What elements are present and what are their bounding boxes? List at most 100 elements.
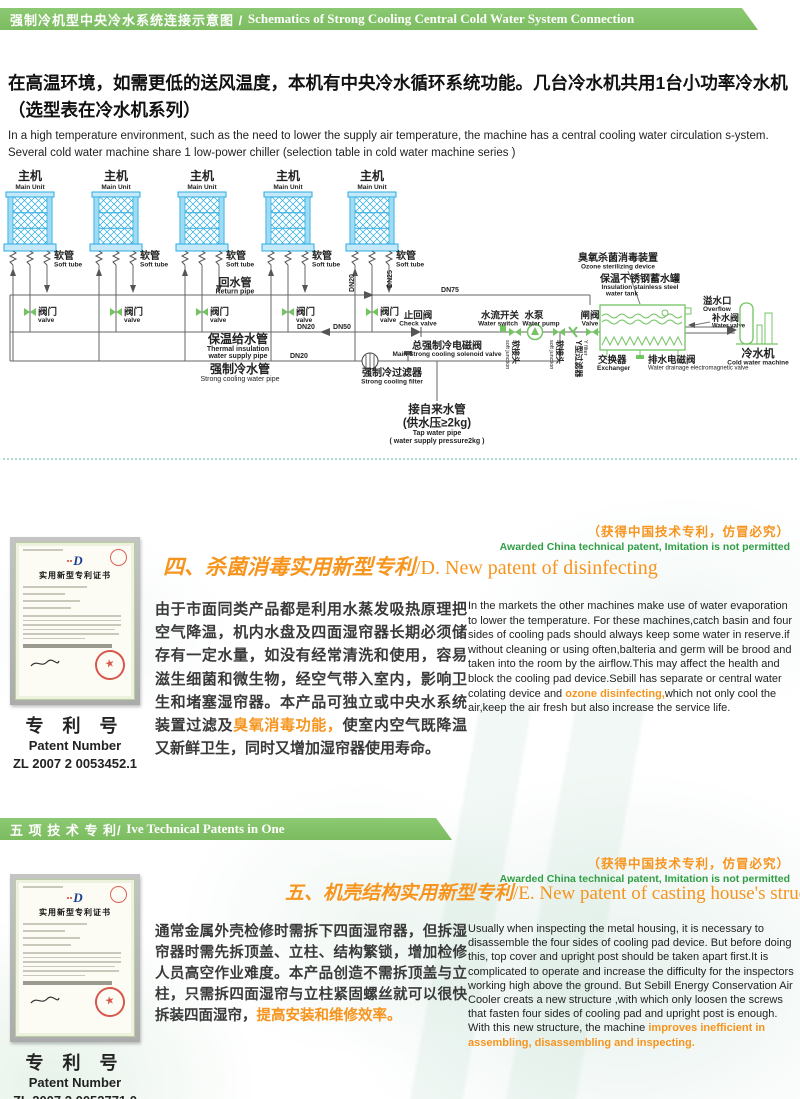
main-unit-label-cn: 主机 [18,168,42,183]
cert-text-line [23,607,71,609]
cert-paragraph-lines [23,615,127,639]
tap-water-label-cn1: 接自来水管 [408,402,466,416]
patent-number-label-en: Patent Number [28,1075,122,1090]
exchanger-label-cn: 交换器 [598,354,627,366]
valve-label-cn: 阀门 [380,306,399,318]
cert-text-line [23,628,115,630]
cert-text-line [23,619,121,621]
ozone-label-cn: 臭氧杀菌消毒装置 [578,251,658,264]
valve-label-en: valve [210,317,227,324]
patent-d-title-en: /D. New patent of disinfecting [415,557,658,579]
soft-junction-label-cn: 软接头 [555,340,565,364]
banner-title-cn: 强制冷机型中央冷水系统连接示意图 / [10,12,248,28]
main-unit-labels: 主机 Main Unit 主机 Main Unit 主机 Main Unit 主… [15,168,387,191]
cn-text-highlight: 臭氧消毒功能， [233,717,343,735]
valve-label-cn: 阀门 [124,306,143,318]
ozone-label-en: Ozone sterilizing device [581,264,655,271]
dn25-vertical-label: DN25 [387,270,394,288]
en-text: which not only cool the air,keep the air… [468,687,777,715]
award-note-en: Awarded China technical patent, Imitatio… [499,873,790,885]
cert-text-line [23,637,86,639]
award-note-cn: （获得中国技术专利，仿冒必究） [587,525,790,539]
soft-tube-label-cn: 软管 [140,249,160,262]
main-unit-label-cn: 主机 [276,168,300,183]
banner2-title-cn: 五 项 技 术 专 利/ [10,822,127,838]
tank-label-cn: 保温不锈钢蓄水罐 [599,272,680,285]
logo-dot [67,560,70,562]
logo-dot [70,560,73,562]
intro-cn-line2: （选型表在冷水机系列） [8,100,201,120]
cn-text: 通常金属外壳检修时需拆下四面湿帘器，但拆湿帘器时需先拆顶盖、立柱、结构繁锁，增加… [155,924,467,1024]
cert-text-line [23,930,65,932]
cert-text-line [23,624,121,626]
patent-d-paragraph-cn: 由于市面同类产品都是利用水蒸发吸热原理把空气降温，机内水盘及四面湿帘器长期必须储… [155,598,467,760]
cert-barcode-line [23,981,113,985]
patent-d-title-cn: 四、杀菌消毒实用新型专利 [163,554,415,579]
patent-number-value: ZL 2007 2 0053452.1 [12,756,138,771]
certificate-footer: ★ [23,646,128,683]
cert-text-line [23,961,121,963]
cert-text-line [23,586,88,588]
red-seal-icon [110,886,127,903]
valve-label-en: valve [380,317,397,324]
patent-e-title-en: /E. New patent of casting house's struct… [513,883,800,904]
strong-filter-label-en: Strong cooling filter [361,379,423,386]
soft-tube-label-en: Soft tube [312,262,341,269]
water-switch: 水流开关 Water switch [478,310,519,332]
y-filter-label-cn: Y型过滤器 [574,340,584,378]
strong-cooling-filter: 强制冷过滤器 Strong cooling filter [361,352,423,386]
patent-e-paragraph-en: Usually when inspecting the metal housin… [468,922,798,1050]
soft-junction-label-en: soft junction [504,340,510,369]
system-schematic-diagram: 主机 Main Unit 主机 Main Unit 主机 Main Unit 主… [3,168,789,445]
main-unit-columns [3,191,399,362]
patent-d-title: 四、杀菌消毒实用新型专利/D. New patent of disinfecti… [163,551,658,581]
tap-water-label-en1: Tap water pipe [413,430,462,437]
main-solenoid-label-en: Main Strong cooling solenoid valve [392,351,501,358]
cert-paragraph-lines [23,952,127,976]
intro-paragraph-cn: 在高温环境，如需更低的送风温度，本机有中央冷水循环系统功能。几台冷水机共用1台小… [8,70,792,124]
check-valve-label-en: Check valve [399,321,437,328]
main-unit-label-en: Main Unit [187,184,217,191]
soft-tube-label-cn: 软管 [54,249,74,262]
en-text-highlight: improves inefficient in assembling, disa… [468,1022,766,1049]
patent-number-label-cn: 专 利 号 [25,1053,125,1073]
cert-text-line [23,970,119,972]
valve-label-en: valve [296,317,313,324]
cert-text-line [23,965,115,967]
gate-valve: 闸阀 Valve [580,310,600,336]
ozone-device: 臭氧杀菌消毒装置 Ozone sterilizing device [578,251,658,305]
thermal-pipe-label-en1: Thermal insulation [207,346,269,353]
cert-text-line [23,615,121,617]
water-switch-label-en: Water switch [478,321,518,328]
cert-text-line [23,956,121,958]
main-unit-label-en: Main Unit [15,184,45,191]
main-unit-column [261,191,315,362]
tap-water-label-en2: ( water supply pressure2kg ) [390,438,485,445]
main-unit-label-cn: 主机 [190,168,214,183]
patent-certificate-e: D 实用新型专利证书 [10,874,140,1099]
patent-certificate-d: D 实用新型专利证书 [10,537,140,771]
section-banner-five-patents: 五 项 技 术 专 利/ Ive Technical Patents in On… [0,818,452,840]
cn-text: 使室内空气既降温又新鲜卫生，同时又增加湿帘器使用寿命。 [155,717,467,758]
main-unit-label-en: Main Unit [273,184,303,191]
strong-pipe-label-en: Strong cooling water pipe [201,376,280,383]
cold-machine-label-cn: 冷水机 [742,346,775,360]
main-unit-label-cn: 主机 [104,168,128,183]
certificate-decor-line [23,549,63,551]
certificate-title: 实用新型专利证书 [39,571,111,580]
soft-tube-label-en: Soft tube [396,262,425,269]
certificate-title: 实用新型专利证书 [39,908,111,917]
cn-text: 由于市面同类产品都是利用水蒸发吸热原理把空气降温，机内水盘及四面湿帘器长期必须储… [155,601,467,735]
dn50-label: DN50 [333,324,351,331]
y-filter-label-en: Y filter [582,340,588,356]
main-unit-column [89,191,143,362]
drain-valve-label-en: Water drainage electromagnetic valve [648,366,749,372]
water-pump-label-en: Water pump [522,321,559,328]
main-unit-column [3,191,57,362]
soft-tube-label-cn: 软管 [312,249,332,262]
return-pipe-label-en: Return pipe [216,289,255,296]
logo-letter: D [73,553,83,568]
soft-junction-label-en: soft junction [548,340,554,369]
award-note-e: （获得中国技术专利，仿冒必究） Awarded China technical … [500,853,790,885]
strong-pipe-label-cn: 强制冷水管 [210,361,270,376]
